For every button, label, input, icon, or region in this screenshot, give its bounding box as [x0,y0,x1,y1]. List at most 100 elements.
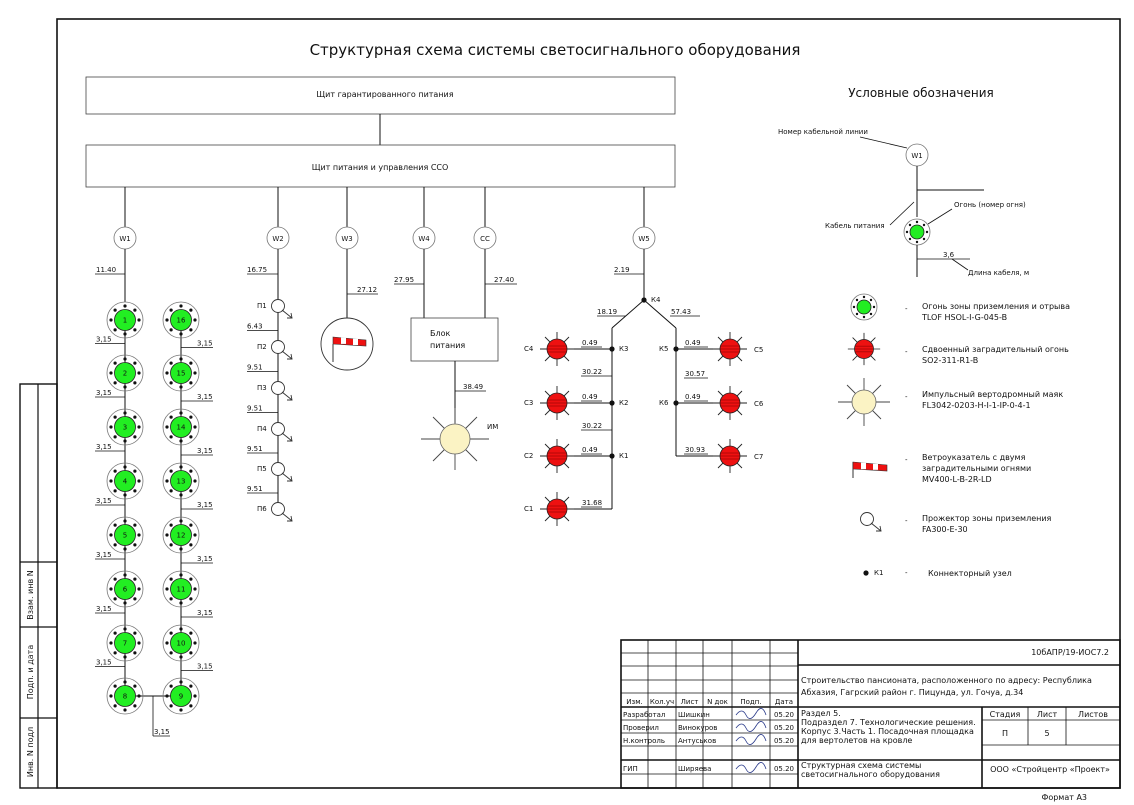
obstacle-light-label: С2 [524,452,533,460]
obstacle-stub-length: 30.93 [685,446,705,454]
beacon-symbol [421,408,489,470]
cable-length-k4-left: 18.19 [597,308,617,316]
signature-mark [735,734,767,745]
touchdown-light-number: 3 [123,424,127,432]
floodlight-label: П4 [257,425,267,433]
legend-light-number: Огонь (номер огня) [954,201,1026,209]
doc-title-line-1: Структурная схема системы [801,761,921,770]
obstacle-vertical-length: 30.57 [685,370,705,378]
connector-label: К6 [659,399,669,407]
project-line-2: Абхазия, Гагрский район г. Пицунда, ул. … [801,688,1023,697]
sheets-header: Листов [1078,710,1108,719]
segment-length-right: 3,15 [197,501,213,509]
obstacle-light [712,331,748,367]
connector-label: К1 [619,452,628,460]
svg-text:W5: W5 [638,235,649,243]
control-panel [85,144,676,188]
legend-dash: - [905,348,908,356]
touchdown-light-number: 15 [177,370,186,378]
floodlight-label: П6 [257,505,267,513]
cable-w2: W2 [266,187,290,250]
segment-length-right: 3,15 [197,609,213,617]
guaranteed-power-panel [85,76,676,115]
touchdown-light-number: 7 [123,640,127,648]
title-block-header: Лист [681,698,699,706]
svg-text:Блок: Блок [430,329,450,338]
floodlight [271,462,293,482]
segment-length-right: 3,15 [197,340,213,348]
section-line-2: Подраздел 7. Технологические решения. [801,718,976,727]
stage-header: Стадия [990,710,1021,719]
segment-length-bottom: 3,15 [154,728,170,736]
obstacle-stub-length: 0.49 [685,393,701,401]
obstacle-light-label: С5 [754,346,763,354]
obstacle-vertical-length: 30.22 [582,368,602,376]
segment-length-right: 3,15 [197,393,213,401]
role-label: Проверил [623,724,659,732]
role-label: Н.контроль [623,737,665,745]
doc-title-line-2: светосигнального оборудования [801,770,940,779]
touchdown-light-number: 11 [177,586,186,594]
sign-date: 05.20 [774,724,794,732]
section-line-1: Раздел 5. [801,709,841,718]
svg-text:W1: W1 [119,235,130,243]
obstacle-stub-length: 0.49 [685,339,701,347]
cable-w4: W4 [412,187,436,250]
floodlight-label: П3 [257,384,267,392]
cable-length-cc: 27.40 [494,276,514,284]
cable-length-w5: 2.19 [614,266,630,274]
svg-text:питания: питания [430,341,465,350]
connector-k4-label: К4 [651,296,661,304]
obstacle-stub-length: 0.49 [582,339,598,347]
legend-item-model: FA300-E-30 [922,525,968,534]
title-block-header: Изм. [626,698,642,706]
legend-item-name: Огонь зоны приземления и отрыва [922,302,1070,311]
obstacle-light [539,385,575,421]
role-label: Разработал [623,711,665,719]
connector-label: К3 [619,345,628,353]
floodlight-label: П2 [257,343,267,351]
segment-length-right: 3,15 [197,447,213,455]
touchdown-light-number: 13 [177,478,186,486]
obstacle-light-label: С4 [524,345,534,353]
signature-mark [735,762,767,773]
cable-length-w2: 16.75 [247,266,267,274]
section-line-3: Корпус 3.Часть 1. Посадочная площадка [801,727,974,736]
control-panel-label: Щит питания и управления ССО [312,163,449,172]
legend-title: Условные обозначения [848,86,994,100]
touchdown-light-number: 5 [123,532,127,540]
connector-node [609,346,615,352]
cable-w3: W3 [335,187,359,250]
stamp-replace-inv: Взам. инв N [26,570,35,619]
touchdown-light-number: 10 [177,640,186,648]
touchdown-light-number: 4 [123,478,128,486]
floodlight [271,381,293,401]
signature-mark [735,708,767,719]
legend-item-model: MV400-L-B-2R-LD [922,475,992,484]
segment-length-left: 3,15 [96,443,112,451]
legend-item-name: Ветроуказатель с двумя [922,453,1026,462]
project-line-1: Строительство пансионата, расположенного… [801,676,1092,685]
title-block-header: N док [707,698,728,706]
touchdown-light-number: 9 [179,693,183,701]
connector-node [609,400,615,406]
obstacle-light-label: С6 [754,400,764,408]
touchdown-light-number: 1 [123,317,127,325]
cable-length-w4: 27.95 [394,276,414,284]
legend-dash: - [905,305,908,313]
segment-length-left: 3,15 [96,389,112,397]
legend-dash: - [905,517,908,525]
stamp-inv-original: Инв. N подл [26,727,35,777]
person-name: Винокуров [678,724,717,732]
side-stamp: Взам. инв N Подп. и дата Инв. N подл [19,383,58,789]
title-block-header: Дата [775,698,793,706]
power-supply-block [410,317,499,362]
connector-label: К2 [619,399,628,407]
legend-item-model: TLOF HSOL-I-G-045-B [921,313,1007,322]
segment-length-left: 3,15 [96,336,112,344]
svg-text:W4: W4 [418,235,430,243]
segment-length-left: 3,15 [96,551,112,559]
floodlight-segment-length: 9.51 [247,405,263,413]
